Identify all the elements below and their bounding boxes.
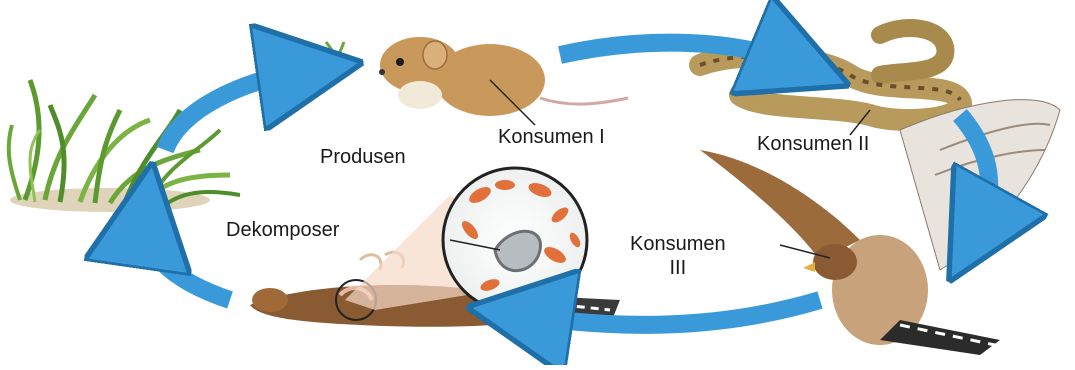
arrow-decomposer-to-producer xyxy=(144,215,230,300)
label-produsen: Produsen xyxy=(320,146,406,169)
label-konsumen-3-line1: Konsumen xyxy=(630,232,726,256)
magnifier-icon xyxy=(345,168,587,312)
label-dekomposer: Dekomposer xyxy=(226,219,339,242)
label-konsumen-3-line2: III xyxy=(630,256,726,280)
arrow-producer-to-consumer1 xyxy=(165,70,310,150)
label-konsumen-1: Konsumen I xyxy=(498,126,605,149)
arrow-consumer1-to-consumer2 xyxy=(560,43,800,65)
label-konsumen-3: Konsumen III xyxy=(630,232,726,280)
label-konsumen-2: Konsumen II xyxy=(757,133,869,156)
